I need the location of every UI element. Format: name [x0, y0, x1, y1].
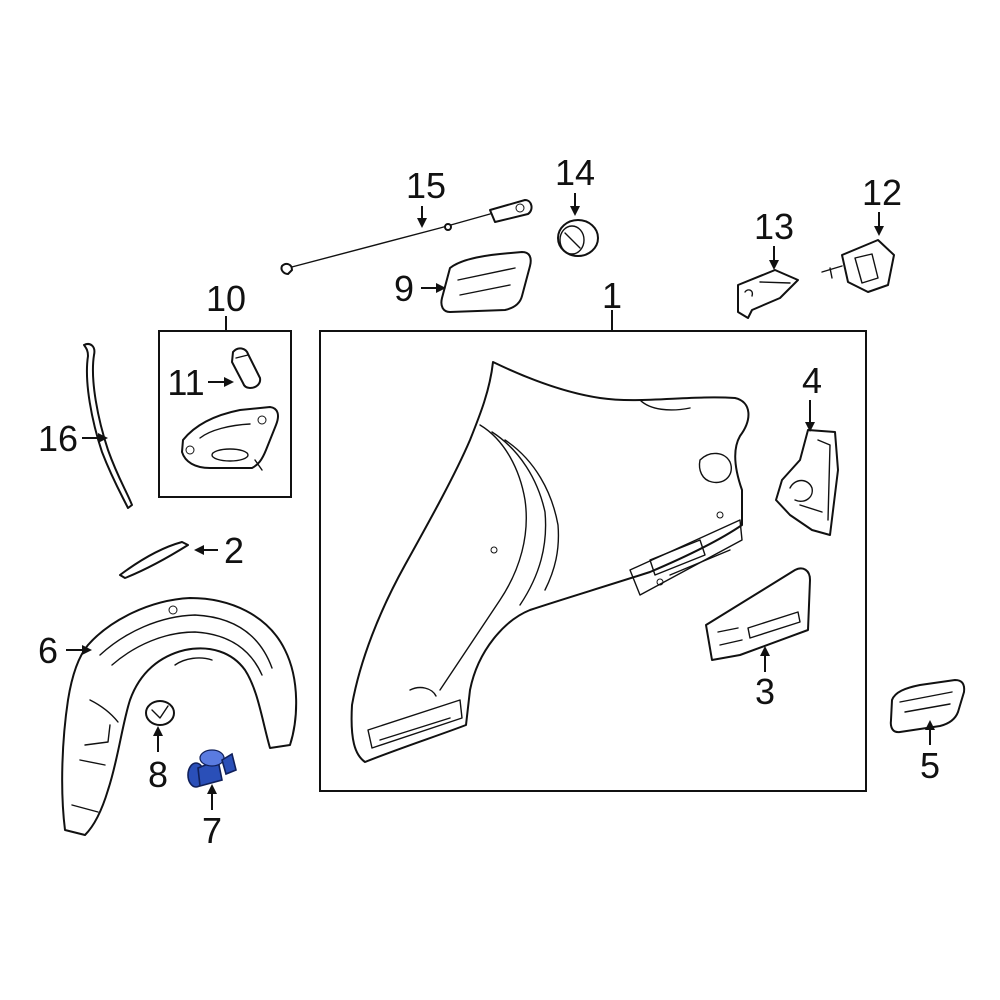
fuel-door-housing[interactable]: [181, 406, 279, 471]
quarter-panel[interactable]: [350, 361, 750, 763]
callout-16: 16: [38, 418, 78, 459]
fuel-door[interactable]: [440, 251, 532, 313]
callout-11: 11: [167, 362, 204, 403]
callout-7: 7: [202, 810, 222, 851]
callout-13: 13: [754, 206, 794, 247]
callout-14: 14: [555, 152, 595, 193]
hinge-bracket[interactable]: [737, 269, 799, 319]
callout-labels: 1 2 3 4 5 6 7 8 9 10 11 12 13 14 15 16: [38, 152, 940, 851]
callout-5: 5: [920, 745, 940, 786]
callout-6: 6: [38, 630, 58, 671]
fuel-cap[interactable]: [557, 219, 599, 257]
quarter-panel-extension[interactable]: [705, 567, 811, 661]
quarter-panel-bracket[interactable]: [775, 429, 839, 536]
callout-2: 2: [224, 530, 244, 571]
callout-9: 9: [394, 268, 414, 309]
leader-lines: [66, 193, 935, 810]
callout-8: 8: [148, 754, 168, 795]
callout-3: 3: [755, 671, 775, 712]
quarter-panel-frame: [319, 330, 867, 792]
reflector[interactable]: [889, 679, 966, 734]
fuel-door-actuator[interactable]: [821, 239, 895, 293]
drain-hose[interactable]: [83, 343, 133, 509]
push-pin-clip[interactable]: [187, 749, 237, 788]
door-bumper[interactable]: [231, 347, 262, 389]
callout-4: 4: [802, 360, 822, 401]
callout-15: 15: [406, 165, 446, 206]
plug[interactable]: [145, 700, 175, 726]
callout-12: 12: [862, 172, 902, 213]
callout-10: 10: [206, 278, 246, 319]
trim-strip[interactable]: [119, 541, 189, 579]
callout-1: 1: [602, 275, 622, 316]
wheelhouse-liner[interactable]: [61, 597, 298, 836]
release-cable[interactable]: [280, 199, 533, 275]
